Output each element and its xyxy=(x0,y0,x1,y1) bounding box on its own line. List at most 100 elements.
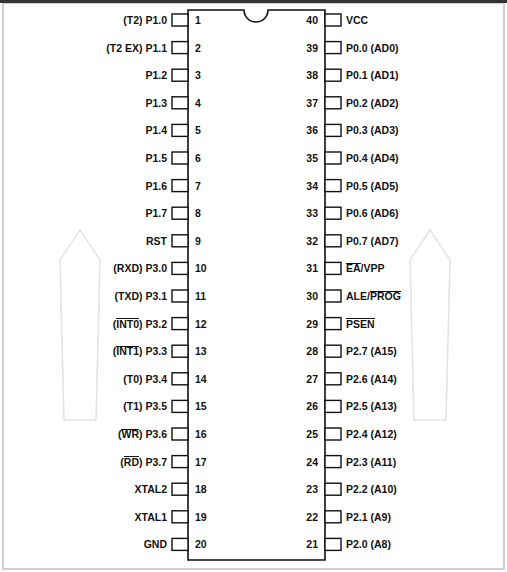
pin-name: (INT1) P3.3 xyxy=(113,345,167,357)
pin-name: RST xyxy=(146,235,167,247)
pin-pad xyxy=(172,290,188,302)
pin-pad xyxy=(325,400,341,412)
pin-number: 36 xyxy=(306,124,318,136)
pin-pad xyxy=(325,538,341,550)
pin-name: P0.1 (AD1) xyxy=(346,69,399,81)
pin-number: 13 xyxy=(195,345,207,357)
pin-name: P1.4 xyxy=(145,124,167,136)
pin-pad xyxy=(325,69,341,81)
pin-number: 17 xyxy=(195,456,207,468)
pin-number: 10 xyxy=(195,262,207,274)
pin-number: 37 xyxy=(306,97,318,109)
pin-name: ALE/PROG xyxy=(346,290,401,302)
pin-name: P1.5 xyxy=(145,152,167,164)
pin-number: 29 xyxy=(306,318,318,330)
pin-pad xyxy=(325,14,341,26)
pin-number: 24 xyxy=(306,456,318,468)
pin-number: 18 xyxy=(195,483,207,495)
overline xyxy=(370,291,401,292)
pin-number: 8 xyxy=(195,207,201,219)
pin-name: P1.7 xyxy=(145,207,167,219)
pin-name: (TXD) P3.1 xyxy=(114,290,167,302)
overline xyxy=(346,263,361,264)
pin-pad xyxy=(172,97,188,109)
pin-pad xyxy=(325,345,341,357)
pin-number: 25 xyxy=(306,428,318,440)
pin-name: P0.3 (AD3) xyxy=(346,124,399,136)
pin-name: P2.5 (A13) xyxy=(346,400,397,412)
pin-pad xyxy=(325,207,341,219)
pin-pad xyxy=(172,483,188,495)
pin-name: P0.7 (AD7) xyxy=(346,235,399,247)
pin-number: 34 xyxy=(306,180,318,192)
pin-pad xyxy=(172,262,188,274)
pin-name: P2.4 (A12) xyxy=(346,428,397,440)
pin-pad xyxy=(325,428,341,440)
top-bar xyxy=(0,0,507,3)
pin-number: 35 xyxy=(306,152,318,164)
pin-pad xyxy=(172,456,188,468)
pin-pad xyxy=(172,373,188,385)
pin-pad xyxy=(325,180,341,192)
pin-number: 1 xyxy=(195,14,201,26)
pin-number: 7 xyxy=(195,180,201,192)
pin-pad xyxy=(325,456,341,468)
pin-number: 12 xyxy=(195,318,207,330)
pin-name: PSEN xyxy=(346,318,375,330)
pin-number: 28 xyxy=(306,345,318,357)
pin-name: P2.3 (A11) xyxy=(346,456,396,468)
pin-name: (T0) P3.4 xyxy=(123,373,167,385)
pin-name: (WR) P3.6 xyxy=(118,428,167,440)
pin-number: 15 xyxy=(195,400,207,412)
pin-number: 27 xyxy=(306,373,318,385)
pin-number: 5 xyxy=(195,124,201,136)
pin-pad xyxy=(325,373,341,385)
overline xyxy=(346,318,375,319)
pin-number: 32 xyxy=(306,235,318,247)
pin-number: 9 xyxy=(195,235,201,247)
pin-pad xyxy=(172,345,188,357)
pin-name: XTAL1 xyxy=(135,511,167,523)
pin-pad xyxy=(172,152,188,164)
pin-name: VCC xyxy=(346,14,368,26)
pin-number: 26 xyxy=(306,400,318,412)
pin-name: P0.4 (AD4) xyxy=(346,152,399,164)
pin-number: 39 xyxy=(306,42,318,54)
pin-pad xyxy=(172,428,188,440)
pin-pad xyxy=(325,42,341,54)
overline xyxy=(121,429,139,430)
pin-pad xyxy=(172,42,188,54)
pin-name: P2.2 (A10) xyxy=(346,483,397,495)
pin-pad xyxy=(172,538,188,550)
pin-number: 30 xyxy=(306,290,318,302)
pin-number: 38 xyxy=(306,69,318,81)
pin-pad xyxy=(172,124,188,136)
pin-name: XTAL2 xyxy=(135,483,167,495)
pin-name: EA/VPP xyxy=(346,262,385,274)
pin-number: 4 xyxy=(195,97,201,109)
pin-number: 2 xyxy=(195,42,201,54)
pin-number: 3 xyxy=(195,69,201,81)
overline xyxy=(116,346,139,347)
pin-name: P1.3 xyxy=(145,97,167,109)
pin-name: (T2 EX) P1.1 xyxy=(106,42,167,54)
overline xyxy=(116,318,139,319)
pin-pad xyxy=(172,14,188,26)
pin-number: 6 xyxy=(195,152,201,164)
pin-pad xyxy=(172,69,188,81)
pin-pad xyxy=(325,290,341,302)
pin-name: P0.0 (AD0) xyxy=(346,42,399,54)
pin-pad xyxy=(172,511,188,523)
pin-number: 11 xyxy=(195,290,206,302)
pin-pad xyxy=(325,124,341,136)
pin-pad xyxy=(172,235,188,247)
pin-name: (RD) P3.7 xyxy=(120,456,167,468)
pin-pad xyxy=(325,483,341,495)
pin-number: 16 xyxy=(195,428,207,440)
pin-pad xyxy=(325,511,341,523)
pin-number: 20 xyxy=(195,538,207,550)
pin-pad xyxy=(325,262,341,274)
pin-number: 33 xyxy=(306,207,318,219)
pin-name: P2.6 (A14) xyxy=(346,373,397,385)
pin-name: P2.1 (A9) xyxy=(346,511,391,523)
